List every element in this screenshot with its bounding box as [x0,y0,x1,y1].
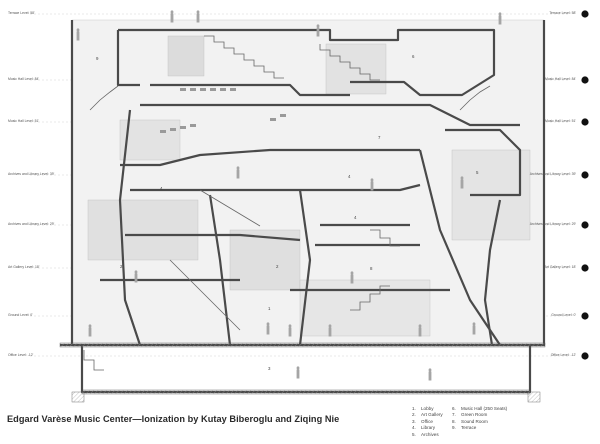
level-label-left: Music Hall Level: 84' [8,77,39,81]
legend-item: 5.Archives [412,431,439,437]
room-number: 1 [268,306,271,311]
room-number: 2 [276,264,279,269]
room-number: 4 [354,215,357,220]
people-figures [76,10,502,381]
level-label-left: Ground Level: 0' [8,313,33,317]
level-label-left: Terrace Level: 58' [8,11,35,15]
level-label-left: Music Hall Level: 51' [8,119,39,123]
room-number: 5 [476,170,479,175]
level-marker-circles [581,10,589,360]
level-label-right: Ground Level: 0' [551,313,576,317]
room-number: 8 [370,266,373,271]
legend-item: 3.Office [412,418,433,424]
level-label-left: Office Level: -12' [8,353,34,357]
level-label-right: Office Level: -12' [550,353,576,357]
room-number: 3 [268,366,271,371]
legend-column-1: 1.Lobby 2.Art Gallery 3.Office 4.Library… [412,406,443,438]
staircases [83,35,491,371]
room-number: 4 [348,174,351,179]
room-number: 6 [412,54,415,59]
room-number: 9 [96,56,99,61]
level-label-left: Art Gallery Level: 18' [8,265,40,269]
legend-item: 7.Green Room [452,412,488,418]
room-number: 4 [160,186,163,191]
level-label-right: Music Hall Level: 84' [545,77,576,81]
drawing-caption: Edgard Varèse Music Center—Ionization by… [7,414,340,424]
room-number: 7 [378,135,381,140]
legend-item: 8.Sound Room [452,418,488,424]
legend-item: 6.Music Hall (250 Seats) [452,406,508,411]
level-label-right: Art Gallery Level: 18' [544,265,576,269]
legend-column-2: 6.Music Hall (250 Seats) 7.Green Room 8.… [452,406,507,432]
cut-hatching [59,342,546,403]
level-label-right: Archives and Library Level: 29' [529,222,576,226]
level-label-right: Music Hall Level: 51' [545,119,576,123]
level-label-left: Archives and Library Level: 39' [8,172,55,176]
legend-item: 2.Art Gallery [412,412,443,418]
legend-item: 1.Lobby [412,406,434,411]
music-hall-seating [160,88,286,133]
background-volumes [71,19,545,347]
level-label-right: Terrace Level: 58' [549,11,576,15]
room-number: 2 [120,264,123,269]
level-label-left: Archives and Library Level: 29' [8,222,55,226]
legend-item: 4.Library [412,425,436,431]
legend-item: 9.Terrace [452,425,477,431]
level-label-right: Archives and Library Level: 39' [529,172,576,176]
